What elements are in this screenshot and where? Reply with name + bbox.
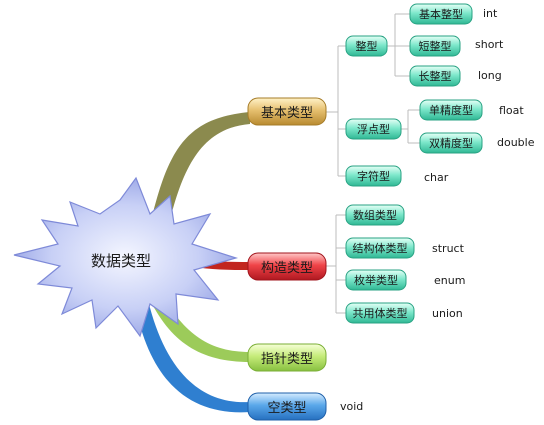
root-burst-shape <box>13 176 239 338</box>
leaf-double[interactable]: 双精度型 <box>419 132 483 154</box>
node-void-label: 空类型 <box>267 401 306 416</box>
keyword-union: union <box>432 307 463 320</box>
keyword-struct: struct <box>432 242 465 255</box>
leaf-struct-label: 结构体类型 <box>353 241 408 255</box>
keyword-int: int <box>483 7 498 20</box>
leaf-double-label: 双精度型 <box>429 136 473 150</box>
leaf-int[interactable]: 基本整型 <box>409 3 473 25</box>
leaf-float-label: 单精度型 <box>429 103 473 117</box>
leaf-array-label: 数组类型 <box>353 208 397 222</box>
root-label: 数据类型 <box>91 252 151 270</box>
leaf-union[interactable]: 共用体类型 <box>345 302 415 324</box>
leaf-enum-label: 枚举类型 <box>354 273 398 287</box>
leaf-enum[interactable]: 枚举类型 <box>345 269 407 291</box>
connectors <box>326 13 420 314</box>
keyword-short: short <box>475 38 504 51</box>
leaf-union-label: 共用体类型 <box>353 306 408 320</box>
node-constructed-label: 构造类型 <box>261 261 313 276</box>
keyword-enum: enum <box>434 274 465 287</box>
leaf-long-label: 长整型 <box>419 69 452 83</box>
leaf-long[interactable]: 长整型 <box>409 65 461 87</box>
node-pointer[interactable]: 指针类型 <box>247 343 327 372</box>
keyword-void: void <box>340 400 363 413</box>
connector-integer <box>387 13 410 77</box>
leaf-float[interactable]: 单精度型 <box>419 99 483 121</box>
keyword-float: float <box>499 104 524 117</box>
keyword-double: double <box>497 136 535 149</box>
root-node: 数据类型 <box>13 176 239 338</box>
node-pointer-label: 指针类型 <box>261 352 313 367</box>
node-integer[interactable]: 整型 <box>345 35 388 57</box>
leaf-short-label: 短整型 <box>419 39 452 53</box>
node-void[interactable]: 空类型 <box>247 392 327 421</box>
node-char[interactable]: 字符型 <box>345 165 402 187</box>
branch-basic <box>150 112 250 228</box>
keyword-char: char <box>424 171 449 184</box>
keyword-long: long <box>478 69 502 82</box>
leaf-short[interactable]: 短整型 <box>409 35 461 57</box>
node-float-label: 浮点型 <box>357 122 390 136</box>
leaf-array[interactable]: 数组类型 <box>345 204 405 226</box>
leaf-struct[interactable]: 结构体类型 <box>345 237 415 259</box>
node-char-label: 字符型 <box>357 169 390 183</box>
node-float[interactable]: 浮点型 <box>345 118 402 140</box>
connector-float <box>401 109 420 144</box>
node-integer-label: 整型 <box>356 39 378 53</box>
connector-constructed <box>326 214 346 314</box>
connector-basic <box>326 45 346 177</box>
node-basic-label: 基本类型 <box>261 106 313 121</box>
node-basic[interactable]: 基本类型 <box>247 97 327 126</box>
node-constructed[interactable]: 构造类型 <box>247 252 327 281</box>
leaf-int-label: 基本整型 <box>419 7 463 21</box>
